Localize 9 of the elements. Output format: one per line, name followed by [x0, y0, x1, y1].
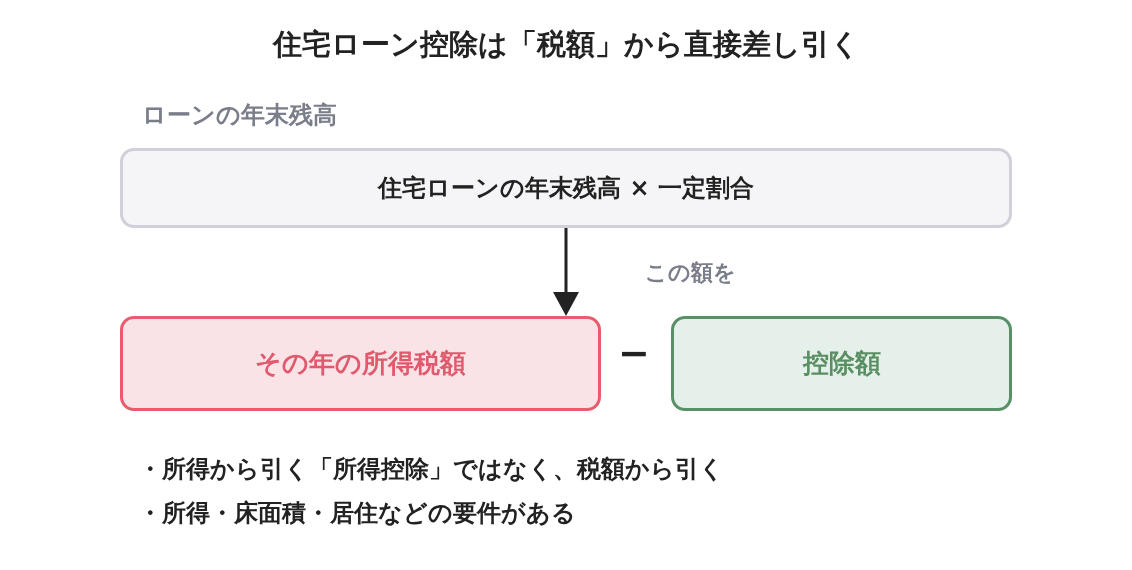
minus-sign: −: [618, 330, 650, 377]
tax-amount-box: その年の所得税額: [120, 316, 601, 411]
section-heading: ローンの年末残高: [142, 100, 337, 130]
formula-box: 住宅ローンの年末残高 × 一定割合: [120, 148, 1012, 228]
arrow: [553, 228, 579, 316]
deduction-box: 控除額: [671, 316, 1012, 411]
title: 住宅ローン控除は「税額」から直接差し引く: [271, 26, 861, 63]
note-text: ・所得・床面積・居住などの要件がある: [138, 498, 576, 528]
note-text: ・所得から引く「所得控除」ではなく、税額から引く: [138, 454, 724, 484]
